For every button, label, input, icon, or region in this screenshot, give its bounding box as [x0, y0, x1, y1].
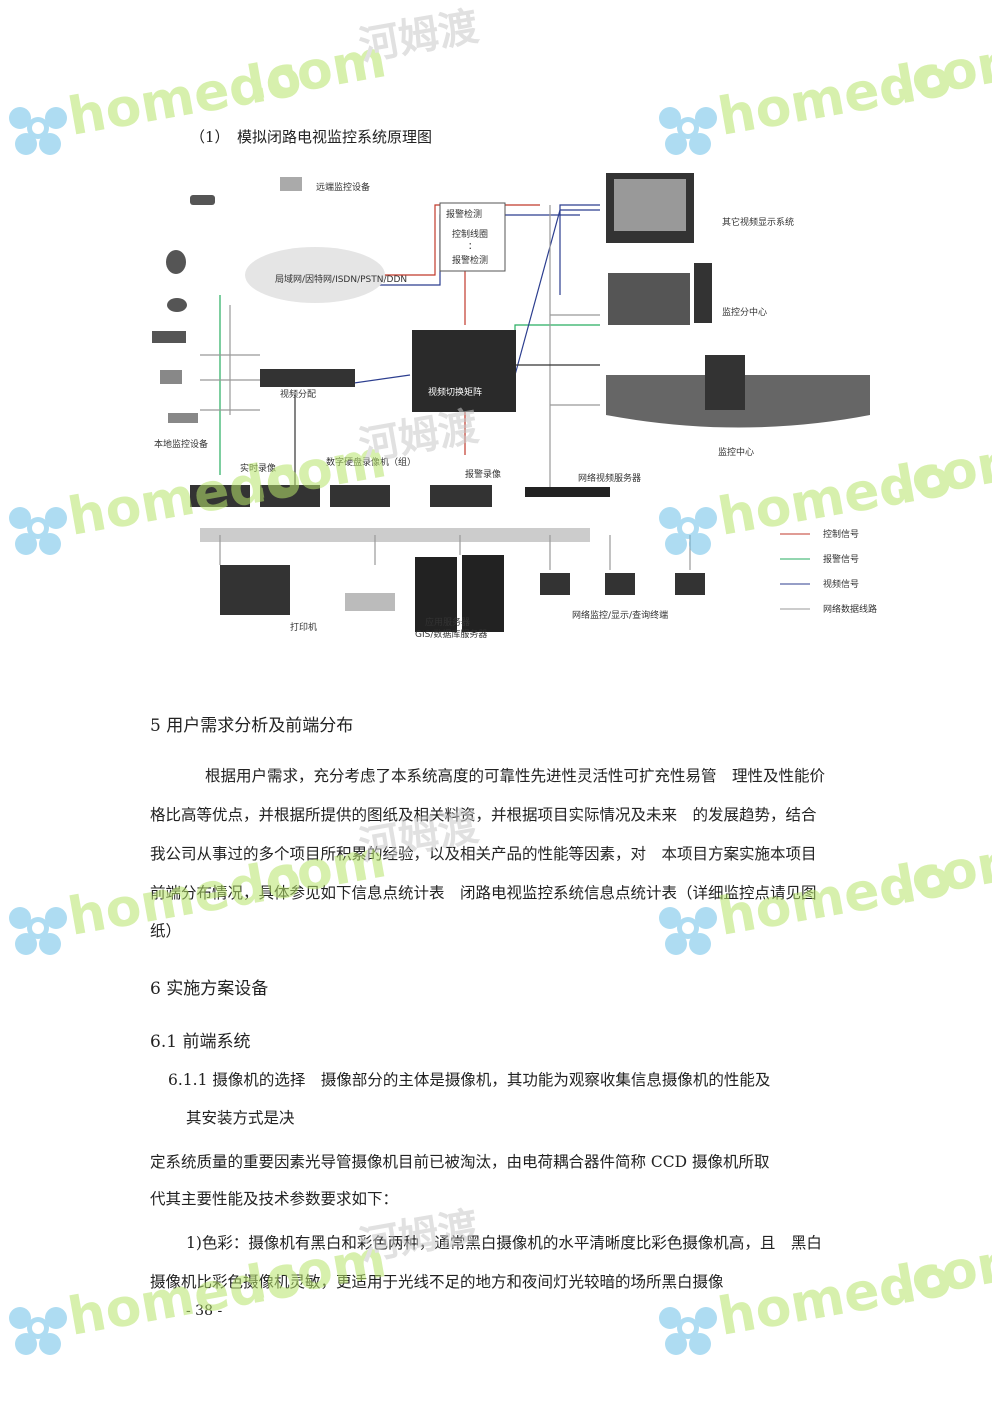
- server-icon: [415, 557, 457, 632]
- terminal-icon: [540, 573, 570, 595]
- camera-icon: [190, 195, 215, 205]
- paragraph-line: 代其主要性能及技术参数要求如下：: [150, 1190, 399, 1208]
- camera-icon: [160, 370, 182, 384]
- watermark-cn: 河姆渡: [356, 4, 482, 70]
- paragraph-line: 定系统质量的重要因素光导管摄像机目前已被淘汰，由电荷耦合器件简称 CCD 摄像机…: [150, 1153, 770, 1171]
- network-cloud: [245, 247, 385, 303]
- net-terminals-label: 网络监控/显示/查询终端: [572, 609, 668, 621]
- section-6-title: 6 实施方案设备: [150, 979, 269, 999]
- legend-label: 报警信号: [823, 553, 859, 565]
- paragraph-line: 根据用户需求，充分考虑了本系统高度的可靠性先进性灵活性可扩充性易管 理性及性能价: [205, 767, 826, 785]
- flower-logo-icon: [9, 907, 67, 955]
- monitor-screen-icon: [614, 179, 686, 231]
- remote-camera-icon: [280, 177, 302, 191]
- printer-caption-label: 打印机: [290, 621, 317, 633]
- remote-device-label: 远端监控设备: [316, 181, 370, 193]
- paragraph-line: 其安装方式是决: [186, 1109, 295, 1127]
- video-splitter-label: 视频分配: [280, 388, 316, 400]
- alarm-box: [439, 202, 506, 272]
- local-devices-label: 本地监控设备: [154, 438, 208, 450]
- paragraph-line: 1)色彩：摄像机有黑白和彩色两种，通常黑白摄像机的水平清晰度比彩色摄像机高，且 …: [186, 1234, 822, 1252]
- legend: 控制信号 报警信号 视频信号 网络数据线路: [780, 528, 877, 615]
- dvr-label: 数字硬盘录像机（组）: [326, 456, 416, 468]
- legend-label: 视频信号: [823, 578, 859, 590]
- watermark-brand: homedo: [64, 1248, 306, 1348]
- camera-icon: [152, 331, 186, 343]
- section-5-title: 5 用户需求分析及前端分布: [150, 716, 354, 736]
- dome-camera-icon: [166, 250, 186, 274]
- gis-server-label: GIS/数据库服务器: [415, 628, 487, 640]
- section-6-1-title: 6.1 前端系统: [150, 1032, 251, 1052]
- dvr-icon: [430, 485, 492, 507]
- figure-caption: （1） 模拟闭路电视监控系统原理图: [190, 128, 433, 146]
- sub-center-label: 监控分中心: [722, 306, 767, 318]
- watermark-domain: .com: [887, 829, 992, 912]
- dome-camera-icon: [167, 298, 187, 312]
- watermark-brand: homedo: [714, 48, 956, 148]
- monitor-bank-icon: [220, 565, 290, 615]
- dvr-icon: [330, 485, 390, 507]
- app-server-label: 应用服务器: [425, 616, 470, 628]
- paragraph-line: 纸）: [150, 922, 182, 940]
- legend-label: 网络数据线路: [823, 603, 877, 615]
- watermark-brand: homedo: [714, 1248, 956, 1348]
- legend-label: 控制信号: [823, 528, 859, 540]
- page-number: - 38 -: [186, 1303, 223, 1319]
- matrix-label: 视频切换矩阵: [428, 386, 482, 398]
- video-splitter: [260, 369, 355, 387]
- net-video-server-label: 网络视频服务器: [578, 472, 641, 484]
- alarm-box-line: 控制线圈: [452, 228, 488, 240]
- cctv-system-diagram: 局域网/因特网/ISDN/PSTN/DDN 远端监控设备 报警检测 控制线圈 ：…: [152, 173, 877, 640]
- terminal-icon: [675, 573, 705, 595]
- console-icon: [608, 273, 690, 325]
- alarm-box-line: ：: [468, 242, 477, 252]
- alarm-rec-label: 报警录像: [465, 468, 501, 480]
- paragraph-line: 6.1.1 摄像机的选择 摄像部分的主体是摄像机，其功能为观察收集信息摄像机的性…: [168, 1071, 771, 1089]
- network-video-server-icon: [525, 487, 610, 497]
- terminal-icon: [605, 573, 635, 595]
- other-display-label: 其它视频显示系统: [722, 216, 794, 228]
- camera-icons: [152, 177, 302, 423]
- printer-icon: [345, 593, 395, 611]
- watermark-domain: .com: [887, 29, 992, 112]
- rack-icon: [705, 355, 745, 410]
- realtime-rec-label: 实时录像: [240, 462, 276, 474]
- alarm-box-title: 报警检测: [446, 208, 482, 220]
- flower-logo-icon: [659, 107, 717, 155]
- camera-icon: [168, 413, 198, 423]
- network-label: 局域网/因特网/ISDN/PSTN/DDN: [275, 273, 407, 285]
- dvr-icon: [190, 485, 250, 507]
- rack-icon: [694, 263, 712, 323]
- server-icon: [462, 555, 504, 632]
- paragraph-line: 格比高等优点，并根据所提供的图纸及相关料资，并根据项目实际情况及未来 的发展趋势…: [150, 806, 817, 824]
- paragraph-line: 前端分布情况，具体参见如下信息点统计表 闭路电视监控系统信息点统计表（详细监控点…: [150, 884, 817, 902]
- paragraph-line: 摄像机比彩色摄像机灵敏，更适用于光线不足的地方和夜间灯光较暗的场所黑白摄像: [150, 1273, 724, 1291]
- dvr-icon: [260, 485, 320, 507]
- watermark-domain: .com: [887, 429, 992, 512]
- flower-logo-icon: [659, 1307, 717, 1355]
- alarm-box-line: 报警检测: [452, 254, 488, 266]
- paragraph-line: 我公司从事过的多个项目所积累的经验，以及相关产品的性能等因素，对 本项目方案实施…: [150, 845, 817, 863]
- watermark-domain: .com: [242, 29, 391, 112]
- flower-logo-icon: [9, 1307, 67, 1355]
- flower-logo-icon: [9, 507, 67, 555]
- video-matrix: [412, 330, 516, 412]
- flower-logo-icon: [9, 107, 67, 155]
- center-label: 监控中心: [718, 446, 754, 458]
